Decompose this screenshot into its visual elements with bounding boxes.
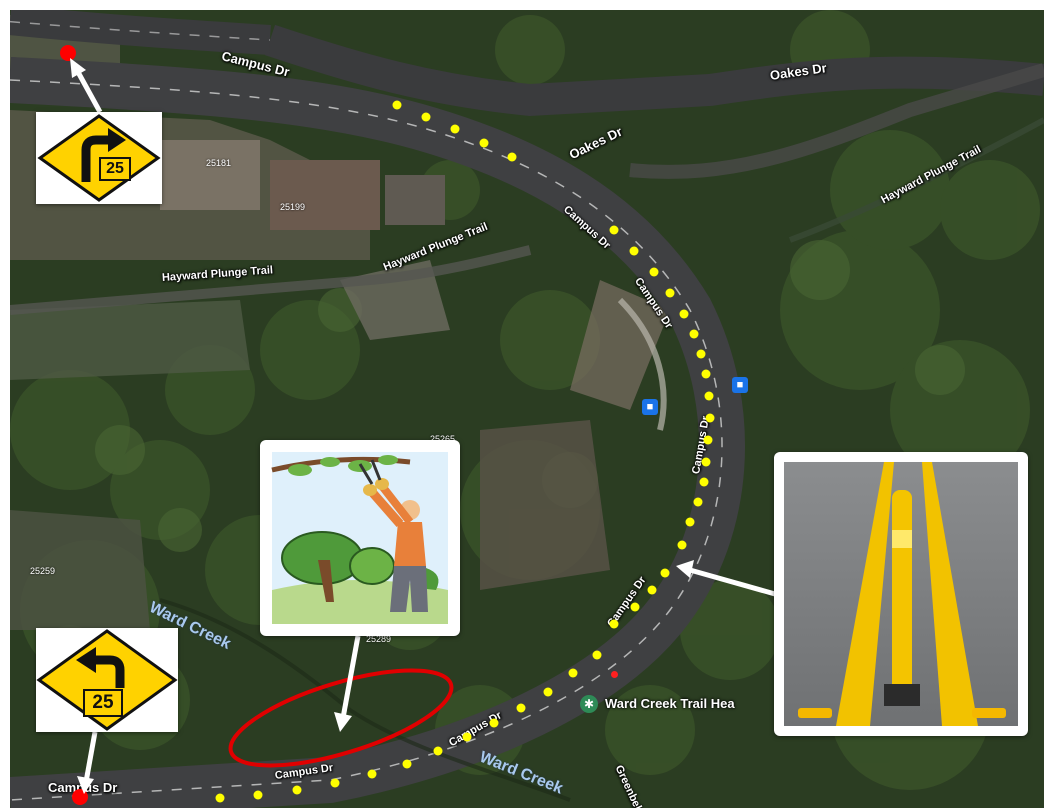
parcel-number: 25199 xyxy=(280,202,306,212)
speed-advisory-value: 25 xyxy=(92,692,114,713)
parcel-number: 25289 xyxy=(366,634,392,644)
speed-advisory-value: 25 xyxy=(106,160,124,177)
parcel-number: 25259 xyxy=(30,566,56,576)
poi-label-ward-creek-trailhead[interactable]: Ward Creek Trail Hea xyxy=(605,696,735,711)
start-marker xyxy=(60,45,76,61)
route-dots xyxy=(215,100,715,803)
delineator-post-icon xyxy=(784,462,1018,726)
left-turn-arrow-icon xyxy=(36,629,178,731)
poi-marker-dot xyxy=(611,671,618,678)
bus-stop-icon[interactable]: ■ xyxy=(732,377,748,393)
warning-sign-right-turn: 25 xyxy=(36,112,162,204)
satellite-map[interactable]: Campus Dr Oakes Dr Oakes Dr Campus Dr Ca… xyxy=(10,10,1044,808)
right-turn-arrow-icon xyxy=(37,114,161,202)
callout-arrows xyxy=(70,58,776,794)
map-imagery xyxy=(10,10,1044,808)
parcel-number: 25181 xyxy=(206,158,232,168)
bus-stop-icon[interactable]: ■ xyxy=(642,399,658,415)
parcel-number: 25265 xyxy=(430,434,456,444)
lane-divider-photo xyxy=(774,452,1028,736)
hiker-icon[interactable]: ✱ xyxy=(580,695,598,713)
warning-sign-left-turn: 25 xyxy=(36,628,178,732)
tree-trimming-illustration xyxy=(260,440,460,636)
tree-trimming-icon xyxy=(271,452,448,624)
highlight-ellipse xyxy=(228,668,454,768)
